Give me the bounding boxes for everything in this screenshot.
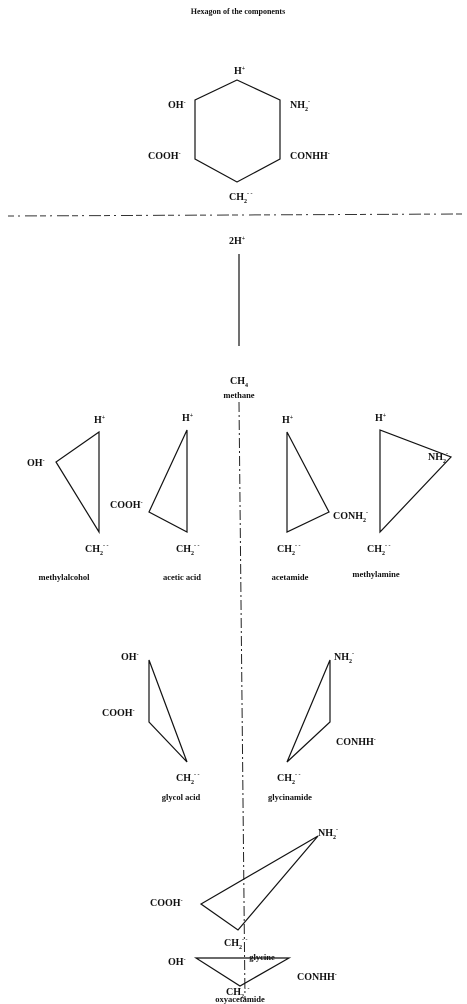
glycine-side: COOH- [150,898,183,909]
methane-formula: CH4 [230,376,248,389]
hexagon-upper-left-label: OH- [168,100,186,111]
methylalcohol-top: H+ [94,415,106,426]
glycol-acid-side: COOH- [102,708,135,719]
methylalcohol-side: OH- [27,458,45,469]
glycol-acid-bottom: CH2- - [176,772,200,786]
oxyacetamide-name: oxyacetamide [215,994,265,1004]
oxyacetamide-triangle [193,957,292,987]
acetic-acid-top: H+ [182,413,194,424]
methylamine-bottom: CH2- - [367,543,391,557]
hexagon-top-label: H+ [234,66,246,77]
acetic-acid-bottom: CH2- - [176,543,200,557]
axis-line [238,401,246,1001]
glycol-acid-name: glycol acid [162,792,201,802]
hexagon-upper-right-label: NH2- [290,99,310,113]
acetamide-bottom: CH2- - [277,543,301,557]
methylalcohol-bottom: CH2- - [85,543,109,557]
hexagon-lower-right-label: CONHH- [290,151,330,162]
glycinamide-bottom: CH2- - [277,772,301,786]
glycine-name: glycine [249,952,275,962]
diagram-title: Hexagon of the components [191,7,285,16]
hexagon-shape [194,79,281,183]
acetamide-side: CONH2- [333,510,368,524]
oxyacetamide-bottom: CH2- - [226,986,250,1000]
glycol-acid-triangle [148,659,188,763]
glycine-triangle [199,835,319,931]
acetamide-triangle [286,431,330,533]
glycinamide-triangle [286,659,331,763]
methylalcohol-triangle [55,430,100,535]
glycinamide-side: CONHH- [336,737,376,748]
methylamine-triangle [379,429,453,534]
glycine-top: NH2- [318,827,338,841]
acetic-acid-name: acetic acid [163,572,201,582]
methylamine-name: methylamine [352,569,399,579]
glycol-acid-top: OH- [121,652,139,663]
glycine-bottom: CH2- - [224,937,248,951]
acetic-acid-side: COOH- [110,500,143,511]
hexagon-bottom-label: CH2- - [229,191,253,205]
glycinamide-name: glycinamide [268,792,312,802]
glycinamide-top: NH2- [334,651,354,665]
methylamine-top: H+ [375,413,387,424]
acetic-acid-triangle [148,429,188,533]
methane-name: methane [223,390,254,400]
oxyacetamide-side: CONHH- [297,972,337,983]
stem-top-label: 2H+ [229,236,246,247]
methylamine-side: NH2- [428,451,448,465]
hexagon-lower-left-label: COOH- [148,151,181,162]
separator-line [7,213,463,217]
acetamide-top: H+ [282,415,294,426]
methylalcohol-name: methylalcohol [39,572,91,582]
oxyacetamide-top: OH- [168,957,186,968]
acetamide-name: acetamide [272,572,309,582]
